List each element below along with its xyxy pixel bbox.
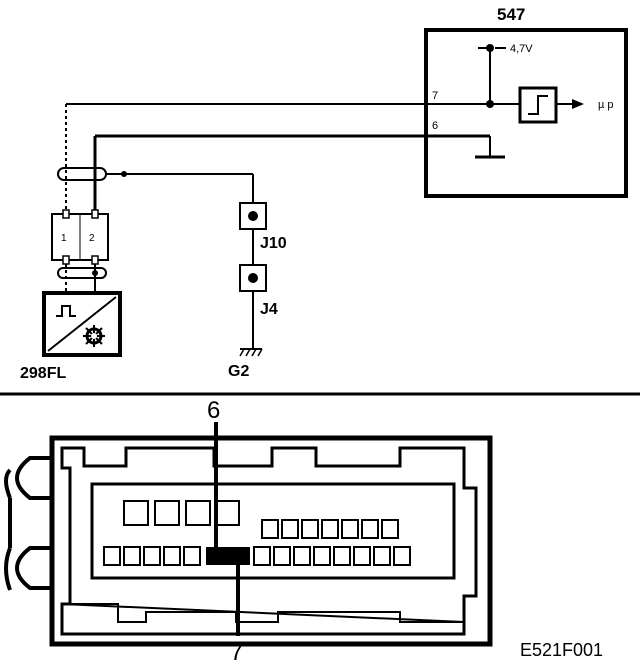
sensor-pin-2-label: 2 (89, 233, 95, 244)
highlighted-pins (206, 547, 250, 565)
figure-code: E521F001 (520, 640, 603, 660)
sensor-pin-1-label: 1 (61, 233, 67, 244)
gear-icon (83, 325, 105, 347)
pin-6-label: 6 (432, 120, 438, 132)
sensor-298fl-label: 298FL (20, 365, 66, 382)
output-arrow-icon (572, 99, 584, 109)
pulse-signal-icon (56, 305, 76, 317)
connector-face-view (4, 435, 493, 647)
module-547-box (424, 28, 628, 198)
callout-7-label: 7 (230, 639, 243, 662)
callout-6-label: 6 (207, 397, 220, 424)
connector-j10-label: J10 (260, 235, 287, 252)
sensor-298fl-box (42, 291, 122, 357)
voltage-label: 4,7V (510, 43, 533, 55)
connector-j4-label: J4 (260, 301, 278, 318)
output-label: µ p (598, 99, 614, 111)
ground-icon (239, 348, 263, 357)
pin-7-label: 7 (432, 90, 438, 102)
ground-g2-label: G2 (228, 363, 249, 380)
module-547-label: 547 (497, 5, 525, 24)
